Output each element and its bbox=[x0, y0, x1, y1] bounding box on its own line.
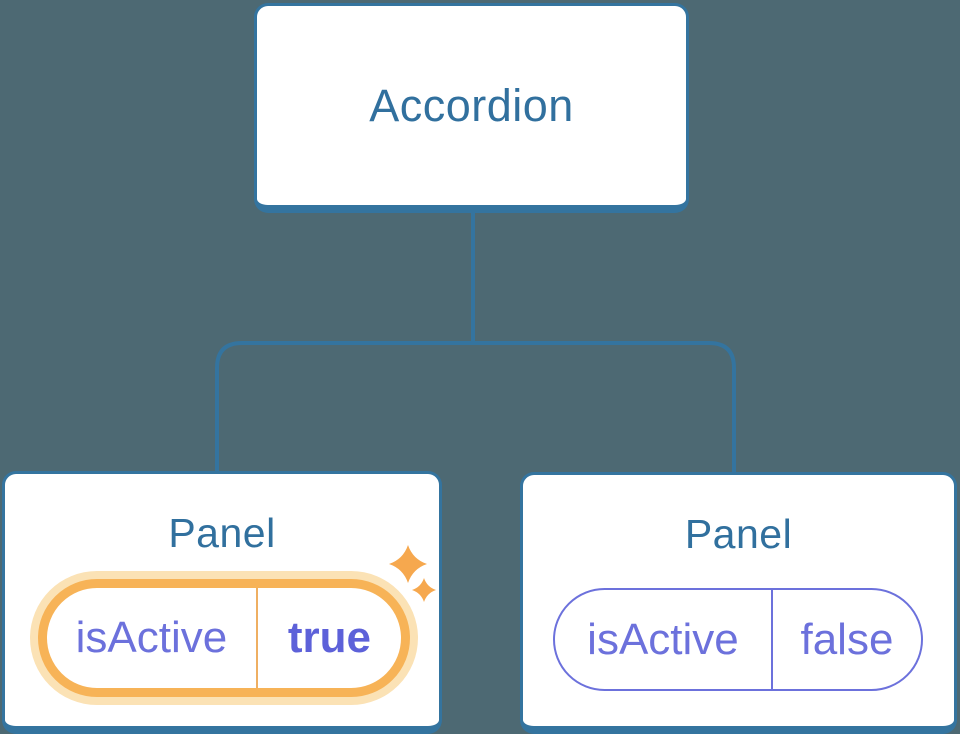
state-value-label: false bbox=[800, 614, 894, 664]
state-pill-halo: isActive true bbox=[30, 571, 418, 705]
pill-divider bbox=[770, 590, 773, 689]
panel-node-label: Panel bbox=[168, 510, 276, 556]
sparkle-small bbox=[412, 578, 436, 602]
panel-node-label: Panel bbox=[684, 511, 793, 557]
state-pill-active: isActive true bbox=[38, 579, 410, 697]
state-value-label: true bbox=[287, 613, 371, 662]
state-key-label: isActive bbox=[587, 614, 739, 664]
accordion-node-label: Accordion bbox=[369, 79, 574, 131]
sparkle-large bbox=[389, 545, 427, 583]
sparkle-icon bbox=[389, 545, 436, 602]
connector-branch bbox=[215, 341, 736, 475]
state-pill-inactive: isActive false bbox=[553, 588, 923, 691]
accordion-node: Accordion bbox=[254, 3, 689, 213]
state-key-label: isActive bbox=[75, 613, 228, 662]
pill-divider bbox=[255, 588, 258, 688]
